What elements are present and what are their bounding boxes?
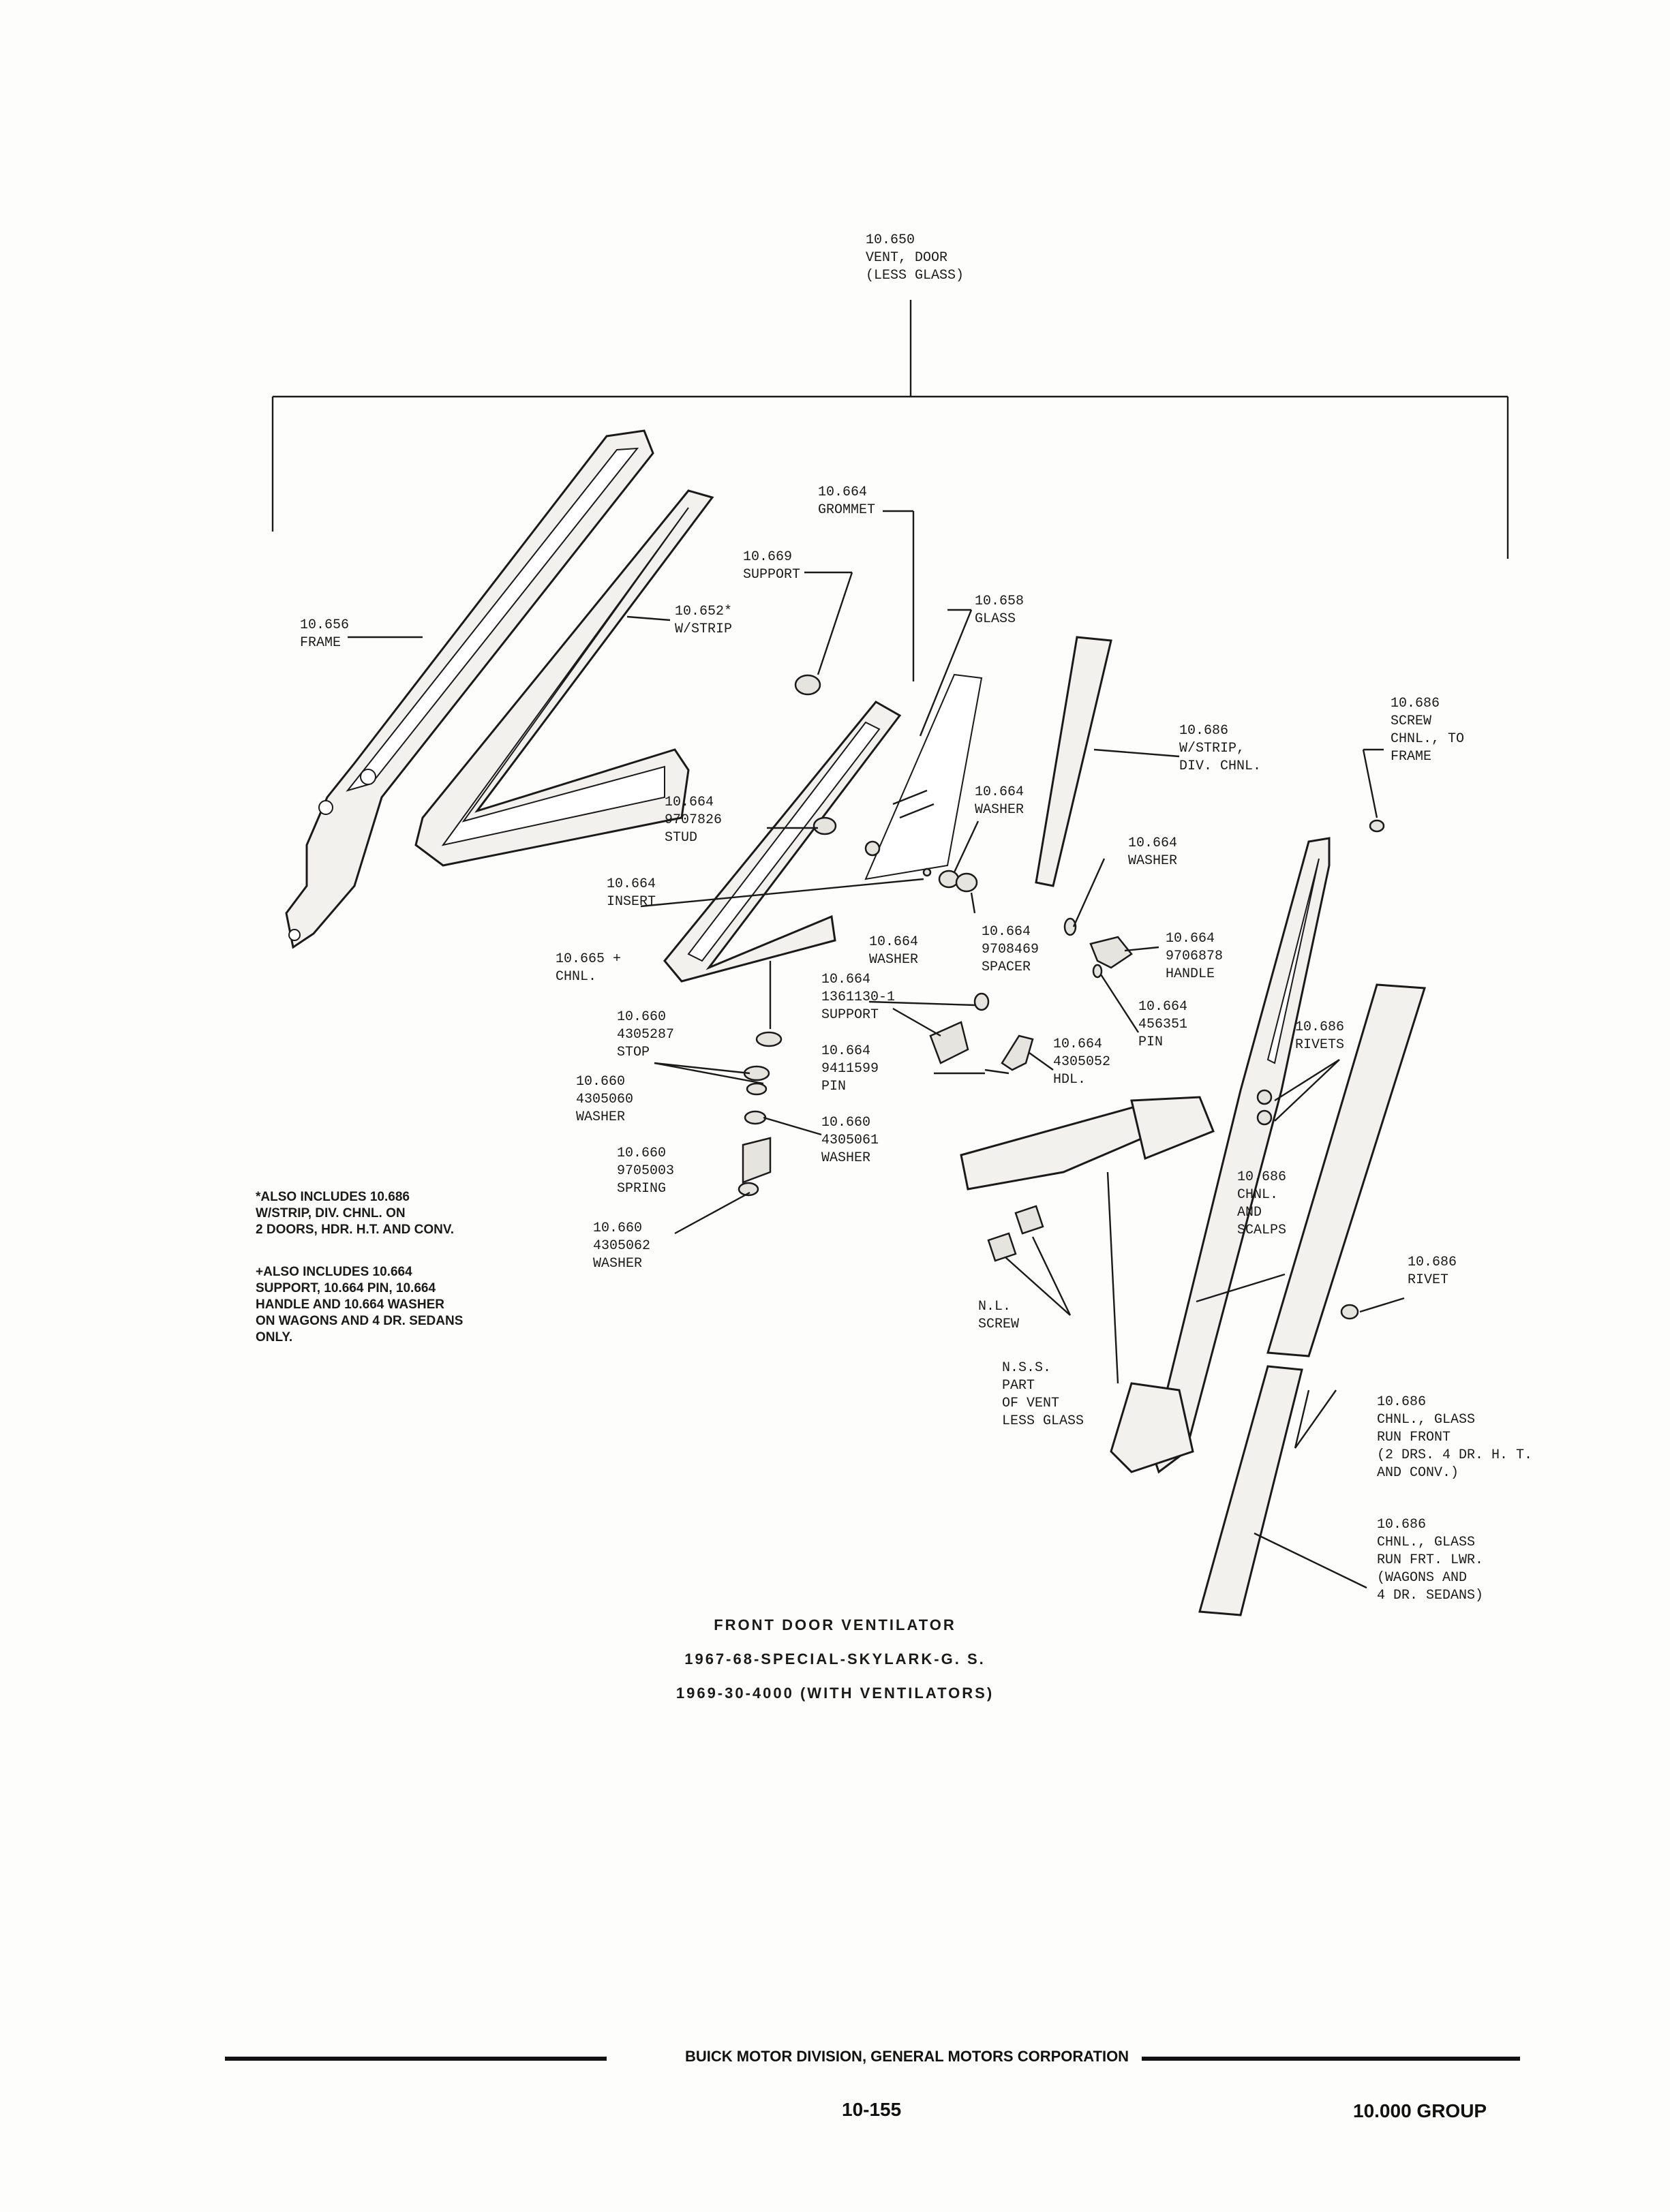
- label-glass: 10.658 GLASS: [975, 594, 1024, 627]
- label-washer-664-b: 10.664 WASHER: [1128, 835, 1178, 869]
- label-washer-664-c: 10.664 WASHER: [869, 934, 919, 968]
- label-vent-door: 10.650 VENT, DOOR (LESS GLASS): [866, 232, 965, 283]
- label-spring: 10.660 9705003 SPRING: [617, 1146, 675, 1197]
- label-pin-456351: 10.664 456351 PIN: [1138, 999, 1188, 1050]
- footnote-support: +ALSO INCLUDES 10.664 SUPPORT, 10.664 PI…: [256, 1265, 464, 1345]
- channel-and-scalps-part: [1151, 837, 1331, 1474]
- label-frame: 10.656 FRAME: [300, 617, 350, 651]
- footer-rule-right: [1142, 2057, 1520, 2061]
- label-rivets: 10.686 RIVETS: [1295, 1019, 1345, 1053]
- diagram-title: FRONT DOOR VENTILATOR: [714, 1616, 956, 1633]
- frame-part: [285, 429, 654, 949]
- label-washer-664-a: 10.664 WASHER: [975, 784, 1024, 818]
- label-glass-run-lower: 10.686 CHNL., GLASS RUN FRT. LWR. (WAGON…: [1377, 1517, 1484, 1603]
- label-chnl-scalps: 10.686 CHNL. AND SCALPS: [1237, 1169, 1287, 1238]
- weatherstrip-part: [414, 489, 714, 867]
- label-insert: 10.664 INSERT: [607, 876, 656, 910]
- label-support-664: 10.664 1361130-1 SUPPORT: [821, 972, 896, 1023]
- label-washer-4305061: 10.660 4305061 WASHER: [821, 1115, 879, 1166]
- vent-channel-part: [663, 701, 902, 983]
- label-stud: 10.664 9707826 STUD: [665, 795, 723, 846]
- div-channel-strip-part: [1035, 636, 1112, 887]
- label-washer-4305060: 10.660 4305060 WASHER: [576, 1074, 634, 1125]
- label-pin-9411599: 10.664 9411599 PIN: [821, 1043, 879, 1094]
- label-nss-part: N.S.S. PART OF VENT LESS GLASS: [1002, 1360, 1084, 1429]
- lower-bracket-part: [960, 1096, 1215, 1473]
- assembly-bracket: [271, 300, 1509, 559]
- footnote-weatherstrip: *ALSO INCLUDES 10.686 W/STRIP, DIV. CHNL…: [256, 1190, 455, 1237]
- label-screw-chnl: 10.686 SCREW CHNL., TO FRAME: [1391, 696, 1465, 765]
- label-grommet: 10.664 GROMMET: [818, 485, 876, 518]
- page-number: 10-155: [842, 2099, 902, 2120]
- label-handle: 10.664 9706878 HANDLE: [1166, 931, 1224, 982]
- label-nl-screw: N.L. SCREW: [978, 1299, 1020, 1332]
- group-number: 10.000 GROUP: [1353, 2100, 1487, 2121]
- label-wstrip-div-chnl: 10.686 W/STRIP, DIV. CHNL.: [1179, 723, 1262, 774]
- label-stop: 10.660 4305287 STOP: [617, 1009, 675, 1060]
- vent-glass-part: [864, 673, 983, 880]
- label-chnl-665: 10.665 + CHNL.: [556, 951, 622, 985]
- diagram-subtitle-1969: 1969-30-4000 (WITH VENTILATORS): [675, 1685, 995, 1702]
- label-hdl: 10.664 4305052 HDL.: [1053, 1036, 1111, 1088]
- label-rivet: 10.686 RIVET: [1408, 1255, 1457, 1288]
- diagram-subtitle-1967: 1967-68-SPECIAL-SKYLARK-G. S.: [684, 1650, 986, 1668]
- label-washer-4305062: 10.660 4305062 WASHER: [593, 1220, 651, 1272]
- hardware-parts: [738, 674, 1385, 1197]
- leader-lines: [348, 510, 1405, 1589]
- label-wstrip: 10.652* W/STRIP: [675, 604, 733, 637]
- footer-division: BUICK MOTOR DIVISION, GENERAL MOTORS COR…: [685, 2048, 1129, 2065]
- label-glass-run-front: 10.686 CHNL., GLASS RUN FRONT (2 DRS. 4 …: [1377, 1394, 1533, 1481]
- footer-rule-left: [225, 2057, 607, 2061]
- label-support-669: 10.669 SUPPORT: [743, 549, 801, 583]
- label-spacer: 10.664 9708469 SPACER: [982, 924, 1039, 975]
- glass-run-channels-part: [1198, 983, 1427, 1616]
